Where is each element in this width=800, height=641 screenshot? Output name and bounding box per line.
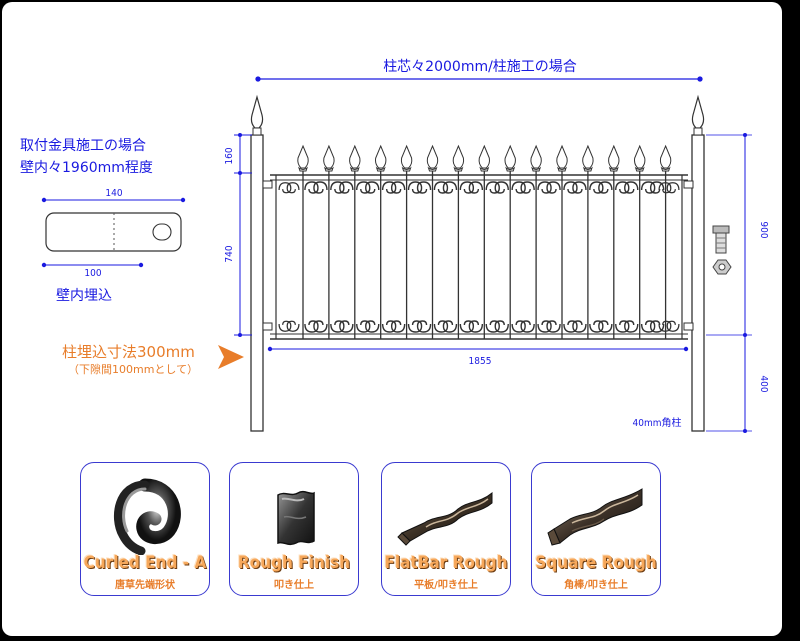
finish-card-curled-end[interactable]: Curled End - A 唐草先端形状	[80, 462, 210, 596]
post-size-label: 40mm角柱	[633, 416, 682, 429]
finish-title: Curled End - A	[83, 553, 207, 573]
scroll-ornament	[563, 320, 587, 333]
fence-picket	[349, 145, 361, 339]
fence-picket	[556, 145, 568, 339]
flatbar-rough-icon	[397, 491, 493, 546]
finish-card-flatbar-rough[interactable]: FlatBar Rough 平板/叩き仕上	[381, 462, 511, 596]
fence-picket	[634, 145, 646, 339]
upper-height-dimension: 900	[758, 221, 769, 238]
finish-card-square-rough[interactable]: Square Rough 角棒/叩き仕上	[531, 462, 661, 596]
fence-picket	[608, 145, 620, 339]
scroll-ornament	[356, 320, 380, 333]
nut-icon	[712, 259, 732, 275]
fence-picket	[504, 145, 516, 339]
scroll-ornament	[330, 320, 354, 333]
finish-card-rough-finish[interactable]: Rough Finish 叩き仕上	[229, 462, 359, 596]
scroll-ornament	[511, 181, 535, 194]
curled-end-icon	[113, 478, 181, 555]
scroll-ornament	[433, 181, 458, 194]
right-post	[691, 94, 705, 432]
square-rough-icon	[547, 488, 643, 546]
arrow-right-icon	[218, 345, 244, 369]
svg-text:（下隙間100mmとして）: （下隙間100mmとして）	[68, 362, 198, 376]
scroll-ornament	[537, 181, 561, 194]
scroll-ornament	[459, 181, 484, 194]
finish-title: FlatBar Rough	[384, 553, 508, 573]
fence-picket	[452, 145, 465, 339]
rough-finish-icon	[277, 490, 315, 546]
scroll-ornament	[589, 320, 613, 333]
scroll-ornament	[433, 320, 458, 333]
svg-text:1855: 1855	[469, 356, 492, 367]
fence-picket	[659, 145, 672, 339]
fence-picket	[400, 145, 413, 339]
scroll-ornament	[356, 181, 380, 194]
scroll-ornament	[330, 181, 354, 194]
fence-picket	[323, 145, 335, 339]
svg-text:140: 140	[105, 188, 122, 199]
bracket-note-line1: 取付金具施工の場合	[20, 138, 146, 154]
scroll-ornament	[640, 181, 665, 194]
fence-picket	[426, 145, 439, 339]
fence-picket	[582, 145, 594, 339]
finish-subtitle: 唐草先端形状	[115, 580, 175, 591]
scroll-ornament	[278, 182, 300, 194]
scroll-ornament	[278, 320, 300, 332]
bracket-caption: 壁内埋込	[56, 288, 112, 304]
scroll-ornament	[304, 181, 328, 194]
scroll-ornament	[589, 181, 613, 194]
scroll-ornament	[511, 320, 535, 333]
height-dimensions-right: 900 400	[706, 133, 769, 433]
finish-title: Square Rough	[535, 553, 657, 573]
scroll-ornament	[640, 320, 665, 333]
bracket-detail: 取付金具施工の場合 壁内々1960mm程度 140 100 壁内埋込	[20, 138, 186, 304]
left-post	[250, 94, 264, 432]
scroll-ornament	[485, 320, 509, 333]
scroll-ornament	[485, 181, 509, 194]
scroll-ornament	[407, 181, 432, 194]
fence-picket	[478, 145, 490, 339]
scroll-ornament	[563, 181, 587, 194]
height-dimensions-left: 160 740	[224, 133, 252, 337]
post-embed-note: 柱埋込寸法300mm （下隙間100mmとして）	[62, 343, 244, 376]
fence-picket	[530, 145, 542, 339]
scroll-ornament	[459, 320, 484, 333]
scroll-ornament	[381, 320, 406, 333]
scroll-ornament	[381, 181, 406, 194]
scroll-ornament	[615, 181, 639, 194]
fence-panel	[262, 145, 694, 340]
scroll-ornament	[537, 320, 561, 333]
scroll-ornament	[304, 320, 328, 333]
bracket-note-line2: 壁内々1960mm程度	[20, 160, 153, 176]
fence-picket	[297, 145, 309, 339]
finish-subtitle: 角棒/叩き仕上	[564, 580, 628, 591]
svg-text:柱埋込寸法300mm: 柱埋込寸法300mm	[62, 343, 195, 361]
lower-height-dimension: 400	[758, 375, 769, 392]
bolt-icon	[712, 225, 730, 254]
finish-title: Rough Finish	[237, 553, 351, 573]
fence-picket	[375, 145, 387, 339]
scroll-ornament	[407, 320, 432, 333]
scroll-ornament	[615, 320, 639, 333]
finish-subtitle: 叩き仕上	[274, 580, 314, 591]
panel-width-dimension: 1855	[267, 346, 689, 367]
finish-subtitle: 平板/叩き仕上	[414, 580, 478, 591]
panel-height-dimension: 740	[224, 245, 235, 262]
overall-width-dimension: 柱芯々2000mm/柱施工の場合	[255, 59, 703, 82]
overall-width-note: 柱芯々2000mm/柱施工の場合	[383, 59, 577, 75]
svg-text:100: 100	[84, 268, 101, 279]
top-finial-dimension: 160	[224, 147, 235, 164]
